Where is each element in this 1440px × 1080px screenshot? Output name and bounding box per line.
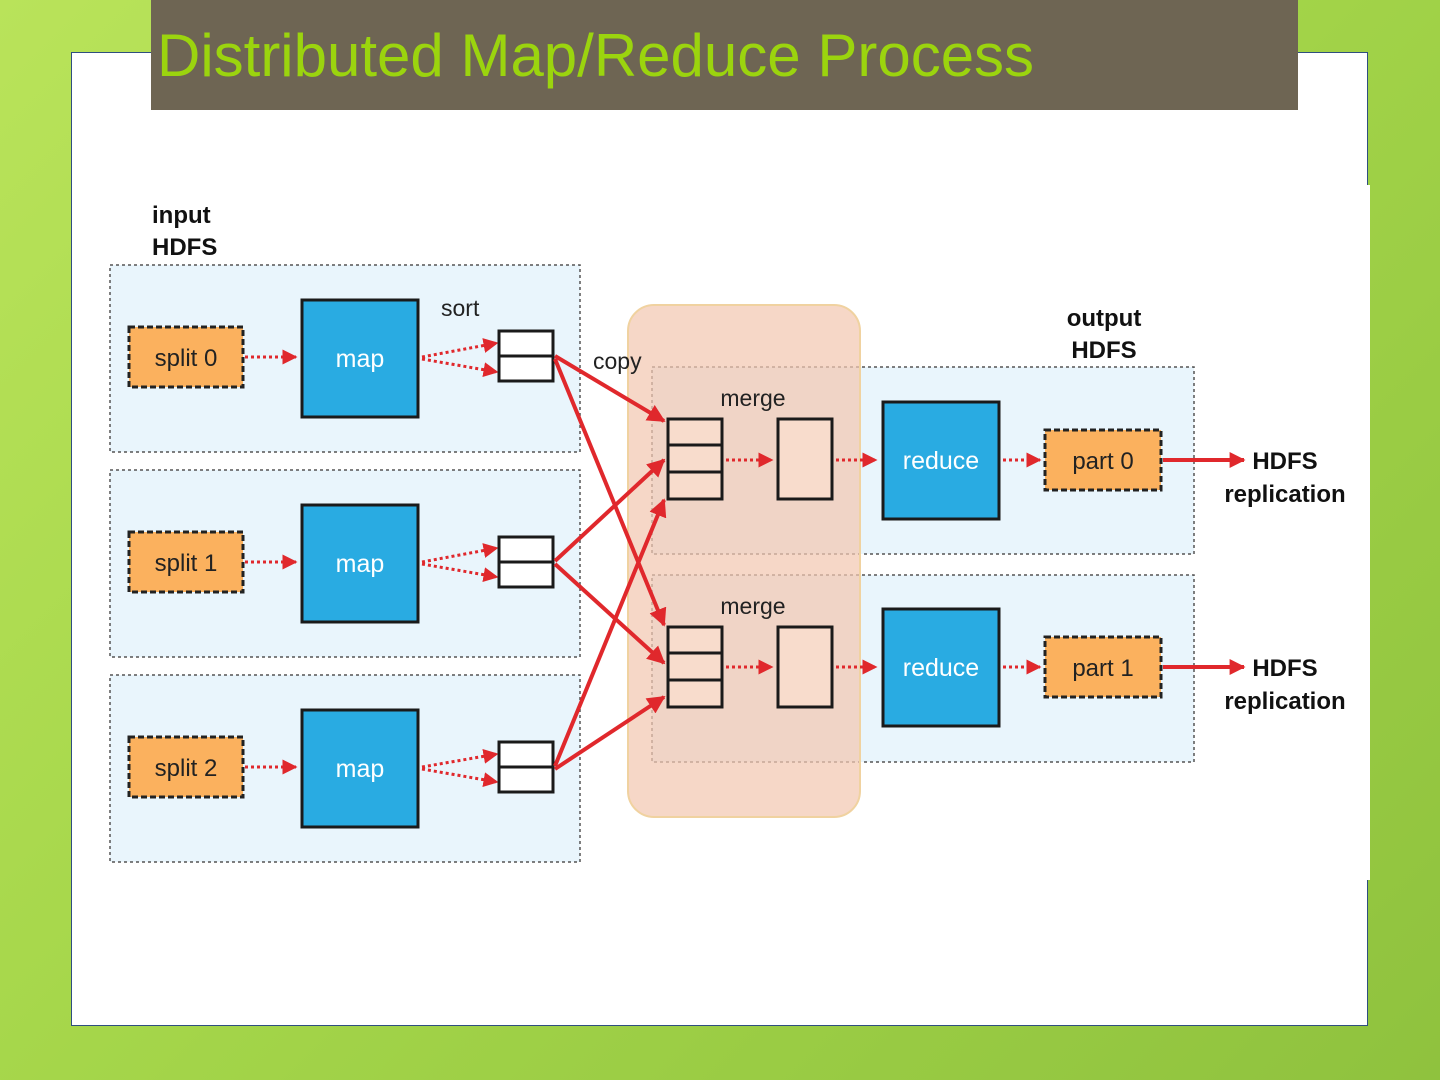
split-label-2: split 2 <box>155 755 218 782</box>
merge-label-1: merge <box>720 593 785 619</box>
slide-title: Distributed Map/Reduce Process <box>157 22 1035 89</box>
map-to-buffer-arrow-0b <box>421 357 499 378</box>
output-hdfs-label-line2: HDFS <box>1071 337 1136 364</box>
split-box-1 <box>127 530 245 594</box>
map-box-0 <box>300 298 420 419</box>
map-to-buffer-arrow-1b <box>421 562 499 583</box>
map-to-buffer-arrow-1a <box>421 543 499 564</box>
part-label-1: part 1 <box>1072 655 1133 682</box>
sort-label: sort <box>441 295 480 321</box>
split-label-1: split 1 <box>155 550 218 577</box>
mapreduce-diagram-svg: input HDFS output HDFS sort copy split 0… <box>109 202 1346 863</box>
copy-arrow-1-to-merge-0 <box>553 458 666 563</box>
replication-label-0-line2: replication <box>1224 481 1345 508</box>
reduce-box-0 <box>881 400 1001 521</box>
replication-label-1-line1: HDFS <box>1252 655 1317 682</box>
split-box-2 <box>127 735 245 799</box>
input-hdfs-label-line2: HDFS <box>152 234 217 261</box>
map-label-0: map <box>336 345 385 373</box>
map-to-buffer-arrow-0a <box>421 338 499 359</box>
merged-buffer-1 <box>776 625 834 709</box>
merge-buffer-0 <box>666 417 724 501</box>
reduce-label-1: reduce <box>903 654 979 682</box>
copy-arrow-2-to-merge-1 <box>553 695 666 771</box>
map-label-2: map <box>336 755 385 783</box>
title-bar: Distributed Map/Reduce Process <box>151 0 1298 110</box>
merge-buffer-1 <box>666 625 724 709</box>
reduce-label-0: reduce <box>903 447 979 475</box>
replication-label-0-line1: HDFS <box>1252 448 1317 475</box>
split-box-0 <box>127 325 245 389</box>
map-to-buffer-arrow-2a <box>421 748 499 769</box>
split-label-0: split 0 <box>155 345 218 372</box>
map-to-buffer-arrow-2b <box>421 767 499 788</box>
part-box-0 <box>1043 428 1163 492</box>
copy-arrow-0-to-merge-1 <box>553 358 667 627</box>
reduce-box-1 <box>881 607 1001 728</box>
replication-label-1-line2: replication <box>1224 688 1345 715</box>
output-hdfs-label-line1: output <box>1067 305 1142 332</box>
merge-band <box>627 304 861 818</box>
copy-arrow-2-to-merge-0 <box>553 498 667 767</box>
map-box-2 <box>300 708 420 829</box>
part-box-1 <box>1043 635 1163 699</box>
merged-buffer-0 <box>776 417 834 501</box>
map-box-1 <box>300 503 420 624</box>
input-hdfs-label-line1: input <box>152 202 211 229</box>
copy-label: copy <box>593 348 642 374</box>
map-label-1: map <box>336 550 385 578</box>
merge-label-0: merge <box>720 385 785 411</box>
copy-arrow-0-to-merge-0 <box>553 354 666 423</box>
copy-arrow-1-to-merge-1 <box>553 562 666 665</box>
mapreduce-diagram: input HDFS output HDFS sort copy split 0… <box>100 185 1370 880</box>
part-label-0: part 0 <box>1072 448 1133 475</box>
